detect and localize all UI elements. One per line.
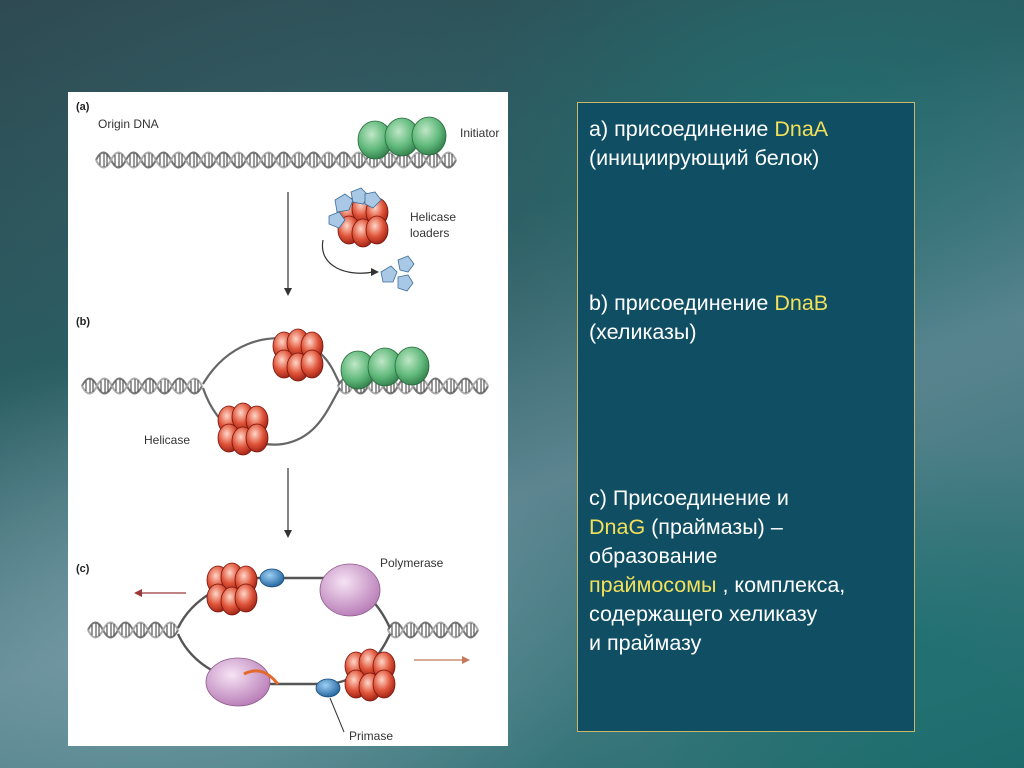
polymerase-bottom — [205, 657, 280, 707]
primase-top — [259, 568, 285, 588]
step-b-line1: b) присоединение DnaB — [589, 289, 904, 318]
dnaa-term: DnaA — [774, 117, 829, 141]
primosome-term: праймосомы — [589, 573, 717, 597]
step-c-line2: DnaG (праймазы) – — [589, 513, 904, 542]
panel-a-label: (a) — [76, 101, 90, 113]
primase-bottom — [315, 678, 345, 733]
figure-svg: (a) Origin DNA Initiator — [76, 101, 499, 743]
step-b-prefix: b) присоединение — [589, 291, 775, 315]
step-a-line2: (инициирующий белок) — [589, 146, 820, 170]
helicase-c-top — [206, 562, 258, 616]
panel-c-label: (c) — [76, 563, 90, 575]
explanation-box: а) присоединение DnaA (инициирующий бело… — [577, 102, 915, 732]
released-loaders — [321, 239, 415, 292]
polymerase-top — [319, 563, 381, 617]
dnag-term: DnaG — [589, 515, 646, 539]
helicase-c-bottom — [344, 648, 396, 702]
arrow-a-to-b — [284, 192, 292, 296]
movement-arrow-left — [134, 589, 186, 597]
primase-label: Primase — [349, 729, 393, 743]
dna-helix-c-left — [87, 621, 179, 639]
helicase-label: Helicase — [144, 433, 190, 447]
step-c-line5: содержащего хеликазу — [589, 602, 818, 626]
step-c-after-protein: (праймазы) – — [645, 515, 783, 539]
polymerase-label: Polymerase — [380, 556, 444, 570]
panel-b-label: (b) — [76, 316, 90, 328]
origin-dna-label: Origin DNA — [98, 117, 159, 131]
helicase-loaders-label-2: loaders — [410, 226, 449, 240]
step-a-prefix: а) присоединение — [589, 117, 775, 141]
step-c-after-primosome: , комплекса, — [716, 573, 846, 597]
step-a-line1: а) присоединение DnaA — [589, 115, 904, 144]
step-c-line4: праймосомы , комплекса, — [589, 571, 904, 600]
initiator-proteins-b — [340, 346, 430, 390]
helicase-loaders-label-1: Helicase — [410, 210, 456, 224]
dnab-term: DnaB — [774, 291, 829, 315]
initiator-proteins-a — [357, 116, 447, 160]
step-b-line2: (хеликазы) — [589, 320, 697, 344]
dna-helix-c-right — [387, 621, 479, 639]
helicase-b-top — [272, 328, 324, 382]
dna-replication-figure: (a) Origin DNA Initiator — [68, 92, 508, 746]
arrow-b-to-c — [284, 468, 292, 538]
step-c-line3: образование — [589, 544, 718, 568]
step-c-line6: и праймазу — [589, 631, 702, 655]
step-c-line1: c) Присоединение и — [589, 486, 789, 510]
helicase-with-loaders — [328, 187, 389, 248]
helicase-b-bottom — [217, 402, 269, 456]
dna-helix-b-left — [81, 377, 203, 395]
movement-arrow-right — [414, 656, 470, 664]
initiator-label: Initiator — [460, 126, 499, 140]
